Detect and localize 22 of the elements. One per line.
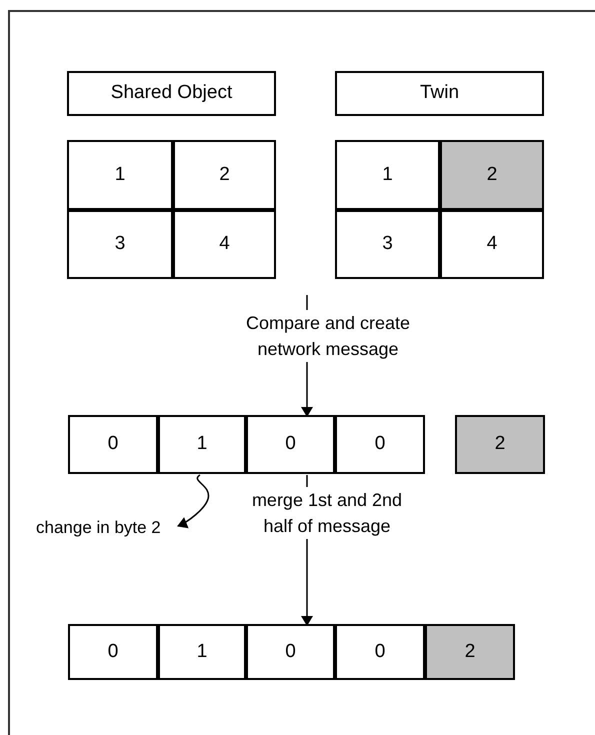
- title-box: Shared Object: [67, 71, 276, 116]
- value-cell: 4: [173, 210, 276, 279]
- value-cell: 1: [158, 624, 246, 680]
- value-cell: 0: [246, 624, 335, 680]
- value-cell: 0: [68, 415, 158, 474]
- value-cell: 0: [335, 415, 425, 474]
- value-cell: 3: [67, 210, 173, 279]
- value-cell: 1: [158, 415, 246, 474]
- value-cell: 3: [335, 210, 440, 279]
- annotation-text: change in byte 2: [36, 500, 178, 556]
- shaded-cell: 2: [455, 415, 545, 474]
- title-box: Twin: [335, 71, 544, 116]
- shaded-cell: 2: [425, 624, 515, 680]
- value-cell: 0: [335, 624, 425, 680]
- arrow: [177, 474, 210, 528]
- value-cell: 4: [440, 210, 544, 279]
- value-cell: 1: [335, 140, 440, 210]
- value-cell: 0: [68, 624, 158, 680]
- shaded-cell: 2: [440, 140, 544, 210]
- value-cell: 2: [173, 140, 276, 210]
- value-cell: 1: [67, 140, 173, 210]
- value-cell: 0: [246, 415, 335, 474]
